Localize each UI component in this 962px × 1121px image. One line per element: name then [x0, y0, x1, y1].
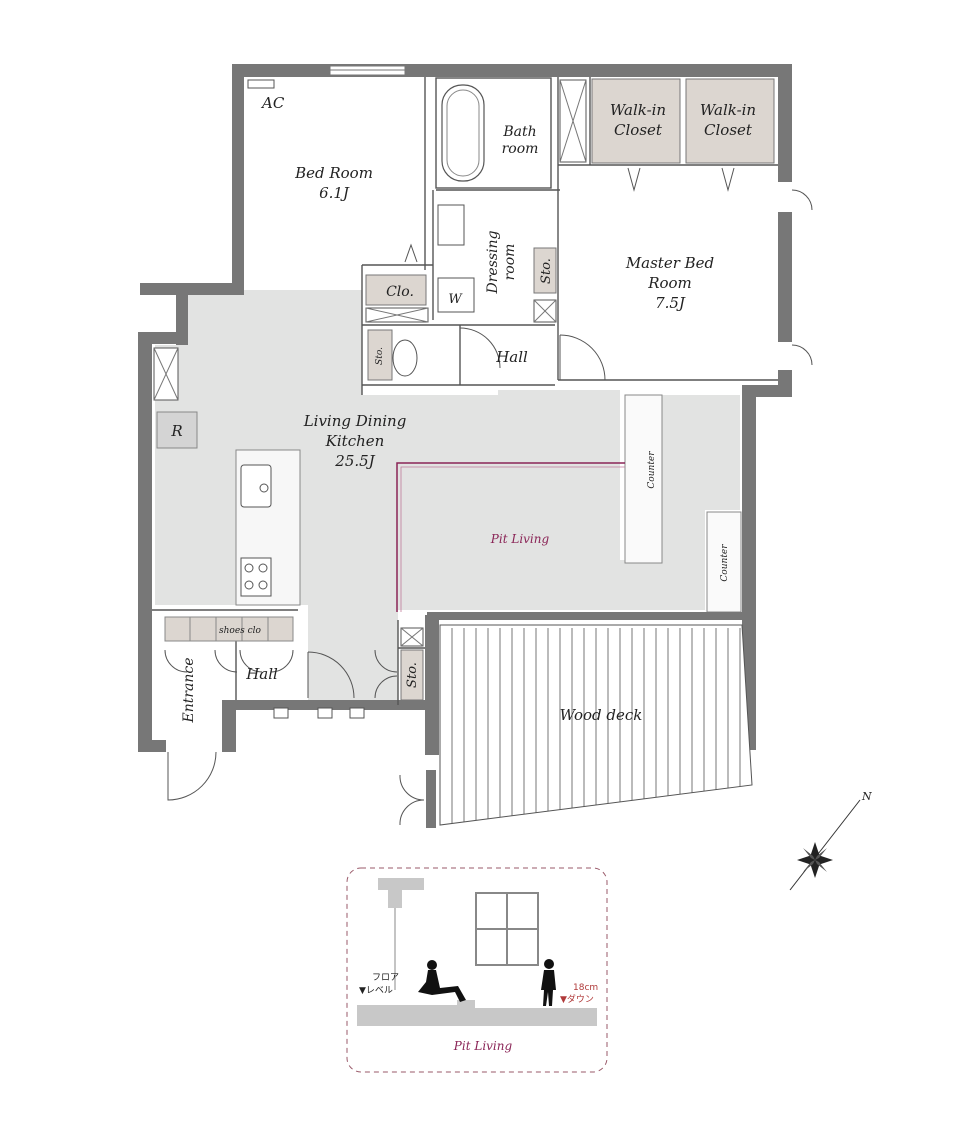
- bed-room-label: Bed Room: [294, 164, 373, 182]
- washing-machine: [437, 277, 475, 313]
- down-label: ▼ダウン: [560, 993, 594, 1005]
- walk-in-2b-label: Closet: [704, 121, 753, 139]
- pit-living-outline: [396, 462, 625, 612]
- storage-small-label: Sto.: [375, 347, 385, 365]
- entrance-label: Entrance: [181, 657, 197, 723]
- hall-label-2: Hall: [245, 665, 278, 683]
- storage-label-2: Sto.: [405, 662, 420, 688]
- refrigerator: [156, 411, 198, 449]
- bed-room-size: 6.1J: [319, 184, 350, 202]
- wood-deck-label: Wood deck: [560, 706, 643, 724]
- doors: [164, 189, 813, 826]
- storage-label-1: Sto.: [539, 258, 554, 284]
- ac-label: AC: [260, 94, 285, 112]
- walk-in-closet-2: [685, 78, 775, 164]
- counter-label-2: Counter: [720, 544, 730, 582]
- ldk-floor: [155, 290, 740, 700]
- bath-room-label: room: [502, 141, 539, 157]
- compass-icon: [789, 799, 861, 891]
- washbasin: [437, 204, 465, 246]
- pit-living-label: Pit Living: [490, 532, 550, 546]
- ldk-label-2: Kitchen: [325, 432, 385, 450]
- wood-deck: [439, 624, 753, 826]
- sink: [240, 464, 272, 508]
- storage-dressing: [533, 247, 557, 294]
- storage-entrance: [400, 649, 424, 701]
- closet-clo: [365, 274, 427, 306]
- partitions: [152, 77, 778, 705]
- ac-unit: [247, 79, 275, 89]
- ldk-label-1: Living Dining: [303, 412, 407, 430]
- shoes-closet-label: shoes clo: [219, 626, 262, 636]
- walk-in-1b-label: Closet: [614, 121, 663, 139]
- counter-label-1: Counter: [647, 451, 657, 489]
- compass-north-label: N: [861, 790, 872, 803]
- counter-bar: [624, 394, 663, 564]
- ldk-size-label: 25.5J: [334, 452, 375, 470]
- floor-level-label-1: フロア: [372, 973, 399, 983]
- dressing-room-label: room: [502, 244, 518, 281]
- stove: [240, 557, 272, 597]
- section-caption: Pit Living: [453, 1039, 513, 1053]
- depth-label: 18cm: [573, 983, 598, 993]
- child-icon: [541, 959, 556, 1006]
- dressing-label: Dressing: [485, 230, 501, 294]
- washer-label: W: [448, 292, 463, 307]
- bathtub: [441, 84, 485, 182]
- bath-label: Bath: [502, 124, 536, 140]
- master-bed-label: Master Bed: [625, 254, 714, 272]
- shoes-closet: [164, 616, 294, 642]
- floor-level-label-2: ▼レベル: [359, 986, 393, 996]
- storage-small: [367, 329, 393, 381]
- room-labels: AC Bed Room 6.1J Bath room Walk-in Close…: [170, 94, 756, 724]
- refrigerator-label: R: [170, 422, 182, 440]
- toilet: [392, 339, 418, 377]
- walk-in-2-label: Walk-in: [700, 101, 756, 119]
- sitting-person-icon: [418, 960, 466, 1002]
- counter-side: [706, 511, 742, 613]
- walk-in-closet-1: [591, 78, 681, 164]
- master-room-label: Room: [647, 274, 692, 292]
- walk-in-1-label: Walk-in: [610, 101, 666, 119]
- pit-living-section: フロア ▼レベル 18cm ▼ダウン Pit Living: [346, 867, 608, 1073]
- closet-label: Clo.: [386, 284, 414, 300]
- section-border: [346, 867, 608, 1073]
- master-size-label: 7.5J: [655, 294, 686, 312]
- hall-label-1: Hall: [495, 348, 528, 366]
